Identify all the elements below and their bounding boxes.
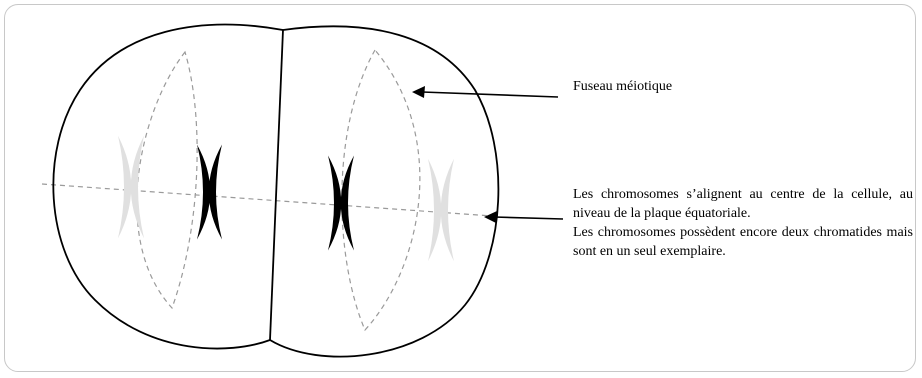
equatorial-plate-arrow — [484, 211, 564, 223]
chromatids-text: Les chromosomes possèdent encore deux ch… — [573, 225, 913, 259]
dark-chromosome-right — [328, 155, 354, 251]
dark-chromosome-left — [197, 144, 222, 240]
right-spindle — [341, 48, 421, 332]
spindle-label: Fuseau méiotique — [573, 79, 673, 94]
light-chromosome-left — [118, 135, 144, 239]
right-cell-outline — [269, 25, 500, 358]
chromosome-description: Les chromosomes s’alignent au centre de … — [573, 185, 913, 261]
left-cell-outline — [52, 23, 284, 350]
left-spindle — [136, 50, 198, 310]
cell-division-line — [269, 29, 284, 341]
figure-frame — [4, 4, 916, 372]
alignment-text: Les chromosomes s’alignent au centre de … — [573, 187, 913, 221]
light-chromosome-right — [428, 158, 454, 262]
equatorial-axis — [41, 183, 493, 217]
spindle-arrow — [412, 86, 559, 98]
